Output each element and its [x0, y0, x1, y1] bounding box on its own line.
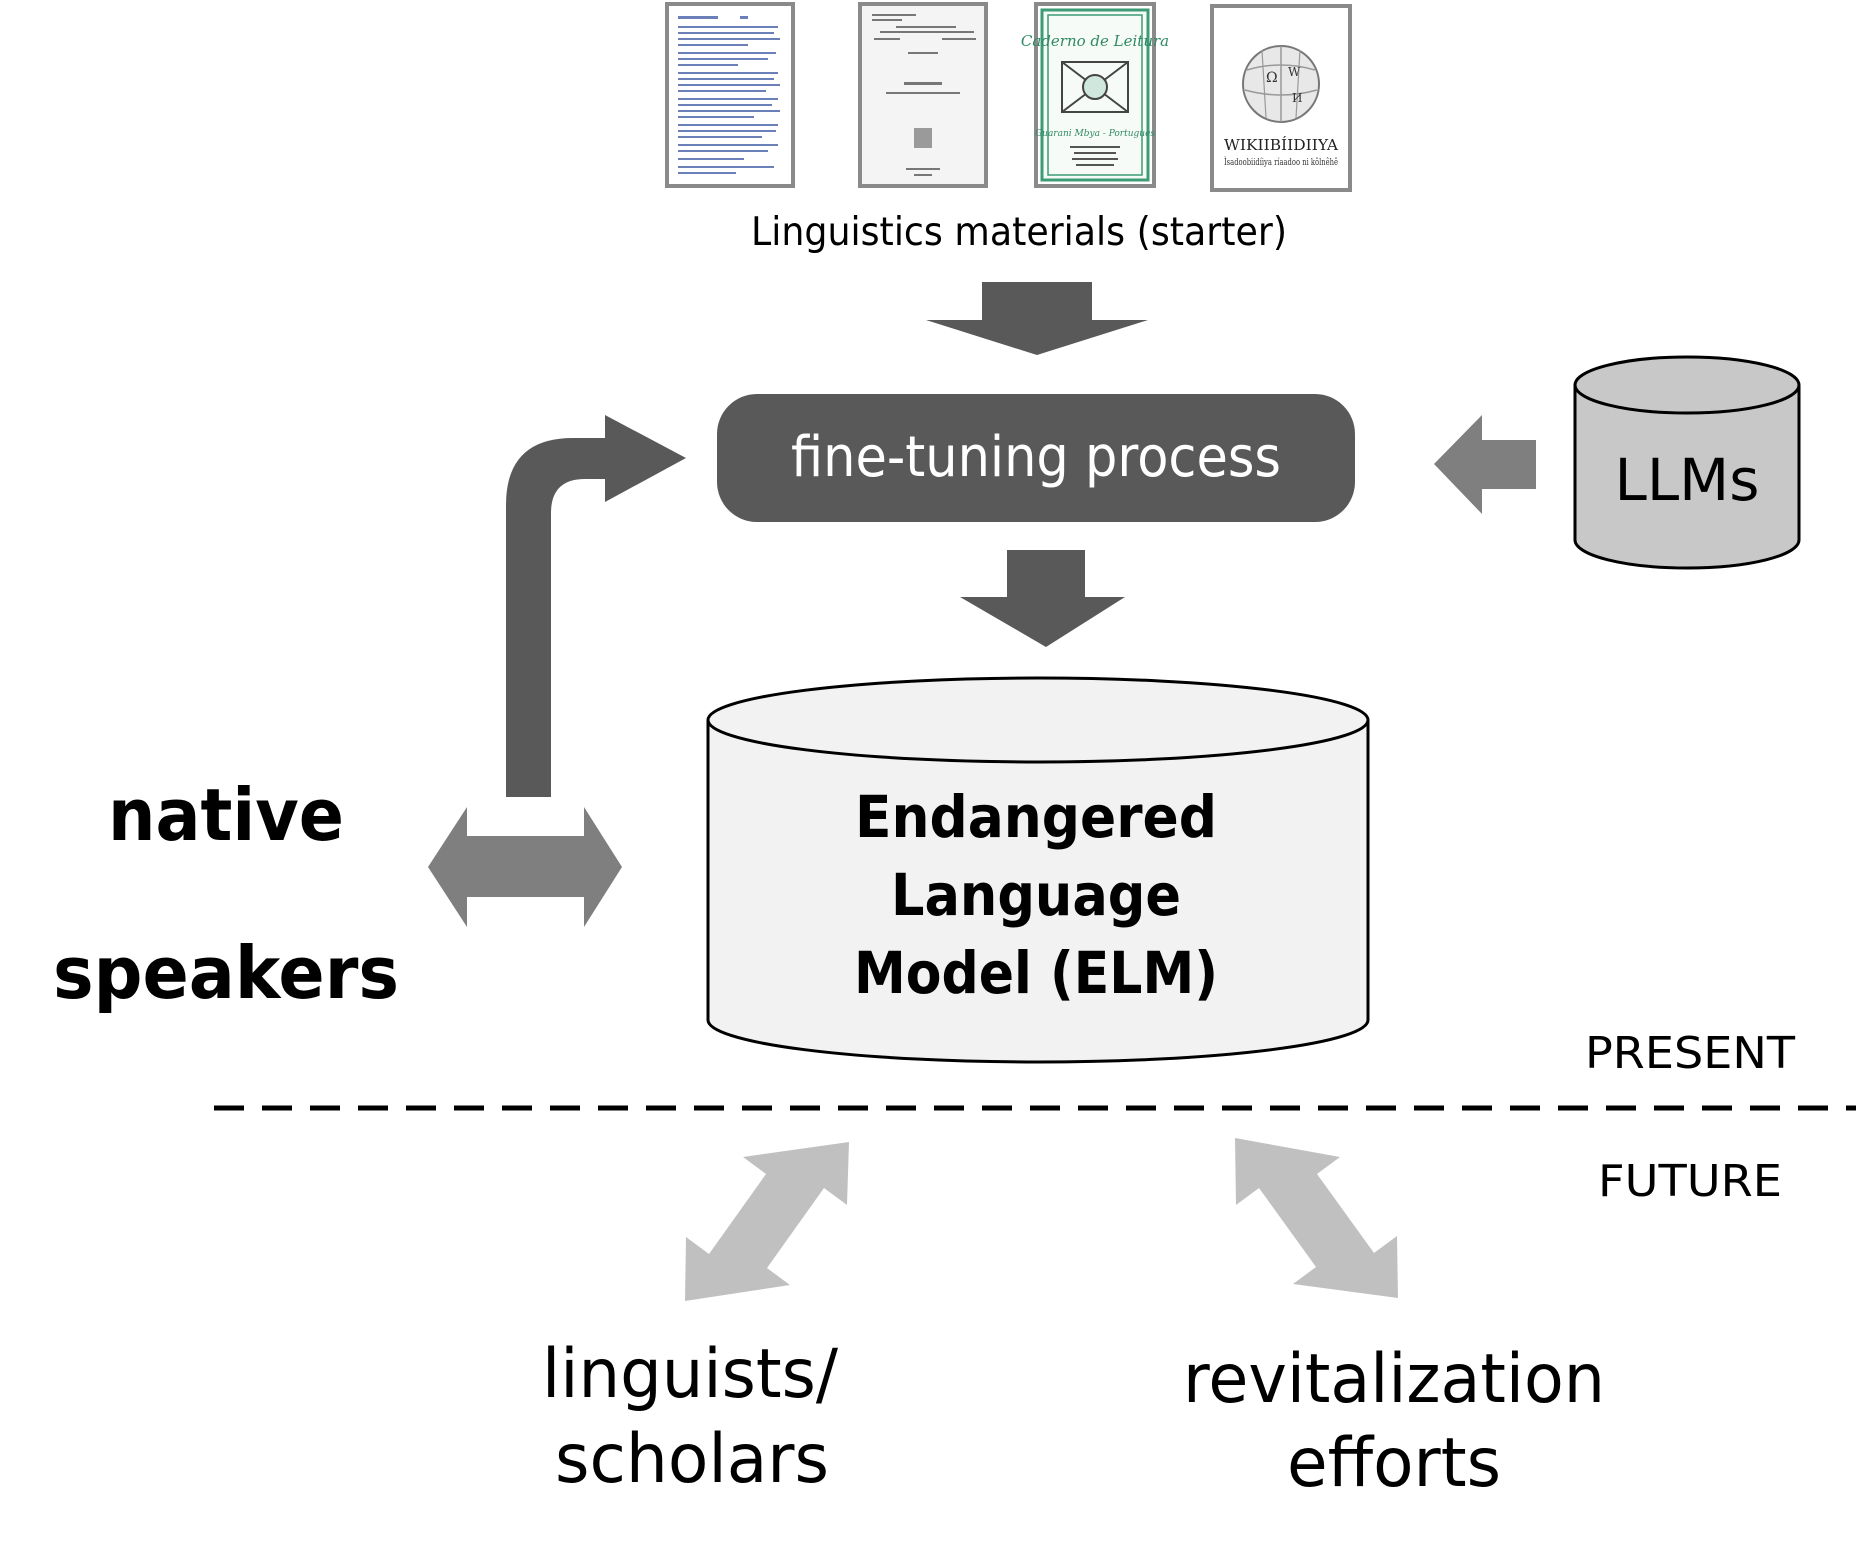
wikipedia-globe-icon: Ω W И: [1242, 45, 1320, 123]
llms-label: LLMs: [1615, 446, 1760, 514]
fine-tuning-process-box: [717, 394, 1355, 522]
reader-cover-thumbnail: Caderno de Leitura Guarani Mbya - Portug…: [1021, 2, 1169, 188]
linguists-line1: linguists/: [542, 1335, 838, 1414]
revitalization-line2: efforts: [1287, 1424, 1501, 1503]
wikipedia-thumbnail: Ω W И WIKIIBÍIDIIYA Ìsadoobiidíiya ríaad…: [1210, 4, 1352, 192]
materials-caption: Linguistics materials (starter): [751, 210, 1287, 255]
arrow-elm-revitalization-bidirectional: [1235, 1138, 1398, 1298]
reader-cover-illustration: [1061, 61, 1129, 113]
fine-tuning-process-label: fine-tuning process: [791, 425, 1281, 490]
svg-text:Ω: Ω: [1266, 70, 1278, 86]
grammar-book-thumbnail: [858, 2, 988, 188]
arrow-process-to-elm: [960, 550, 1125, 647]
reader-cover-title: Caderno de Leitura: [1021, 32, 1169, 50]
revitalization-line1: revitalization: [1183, 1340, 1605, 1419]
svg-text:W: W: [1288, 65, 1301, 79]
elm-cylinder: [706, 676, 1370, 1064]
dictionary-page-thumbnail: [665, 2, 795, 188]
native-speakers-line1: native: [108, 773, 344, 857]
elm-label-line1: Endangered: [855, 783, 1217, 851]
linguists-line2: scholars: [555, 1420, 829, 1499]
arrow-speakers-to-process: [506, 415, 686, 797]
arrow-llms-to-process: [1434, 415, 1536, 514]
arrow-materials-to-process: [926, 282, 1148, 355]
elm-label-line2: Language: [891, 861, 1181, 929]
wikipedia-tagline: Ìsadoobiidíiya ríaadoo ni kôlnêhê: [1224, 156, 1338, 168]
arrow-elm-linguists-bidirectional: [685, 1142, 849, 1301]
future-label: FUTURE: [1598, 1156, 1782, 1207]
materials-thumbnails: Caderno de Leitura Guarani Mbya - Portug…: [665, 2, 1352, 192]
svg-text:И: И: [1292, 91, 1302, 105]
native-speakers-line2: speakers: [53, 931, 399, 1015]
elm-label-line3: Model (ELM): [854, 939, 1218, 1007]
llms-cylinder: [1573, 355, 1801, 570]
reader-cover-subtitle: Guarani Mbya - Portugues: [1035, 129, 1155, 139]
arrow-speakers-elm-bidirectional: [428, 807, 622, 927]
present-label: PRESENT: [1585, 1028, 1795, 1079]
wikipedia-wordmark: WIKIIBÍIDIIYA: [1224, 136, 1338, 154]
